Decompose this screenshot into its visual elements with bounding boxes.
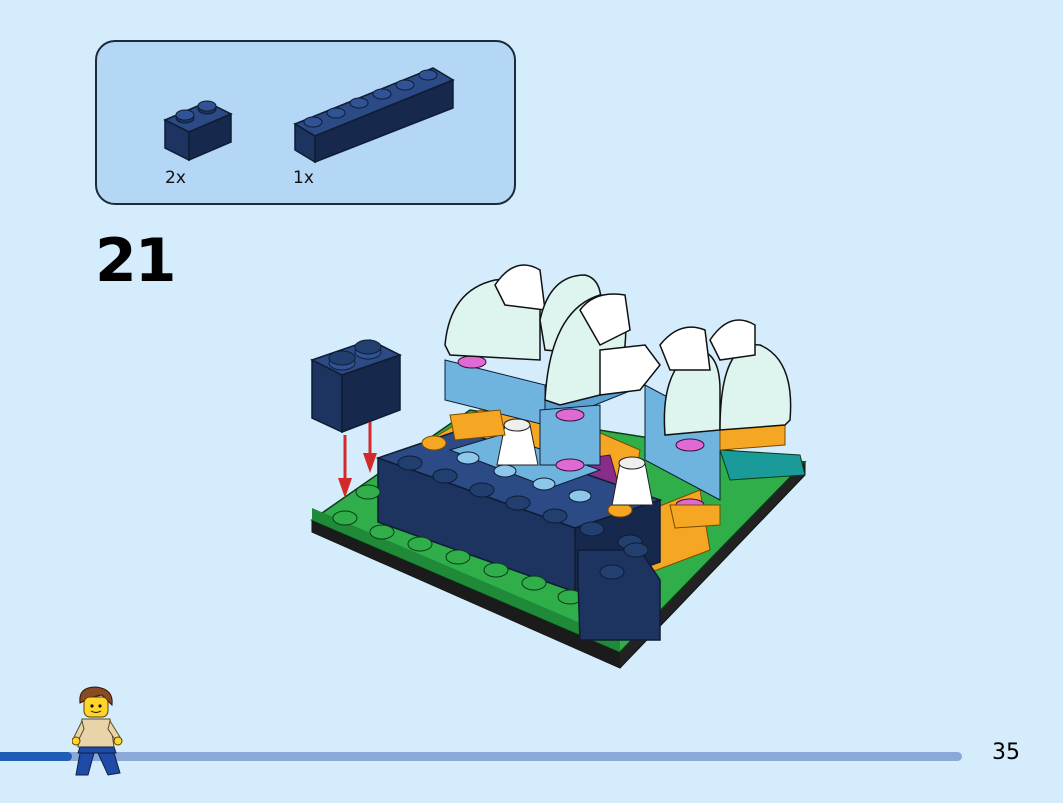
step-number: 21 <box>95 226 176 296</box>
progress-track <box>0 752 962 761</box>
arrow-icon <box>338 422 377 498</box>
page-number: 35 <box>992 740 1020 765</box>
progress-fill <box>0 752 73 761</box>
brick-1x6-icon <box>293 67 455 164</box>
part-count-brick-1x6: 1x <box>293 168 314 188</box>
parts-callout: 2x 1x <box>95 40 516 205</box>
part-count-brick-1x2: 2x <box>165 168 186 188</box>
brick-1x2-icon <box>163 100 233 162</box>
model-illustration <box>310 264 807 669</box>
minifigure-icon <box>72 686 123 776</box>
